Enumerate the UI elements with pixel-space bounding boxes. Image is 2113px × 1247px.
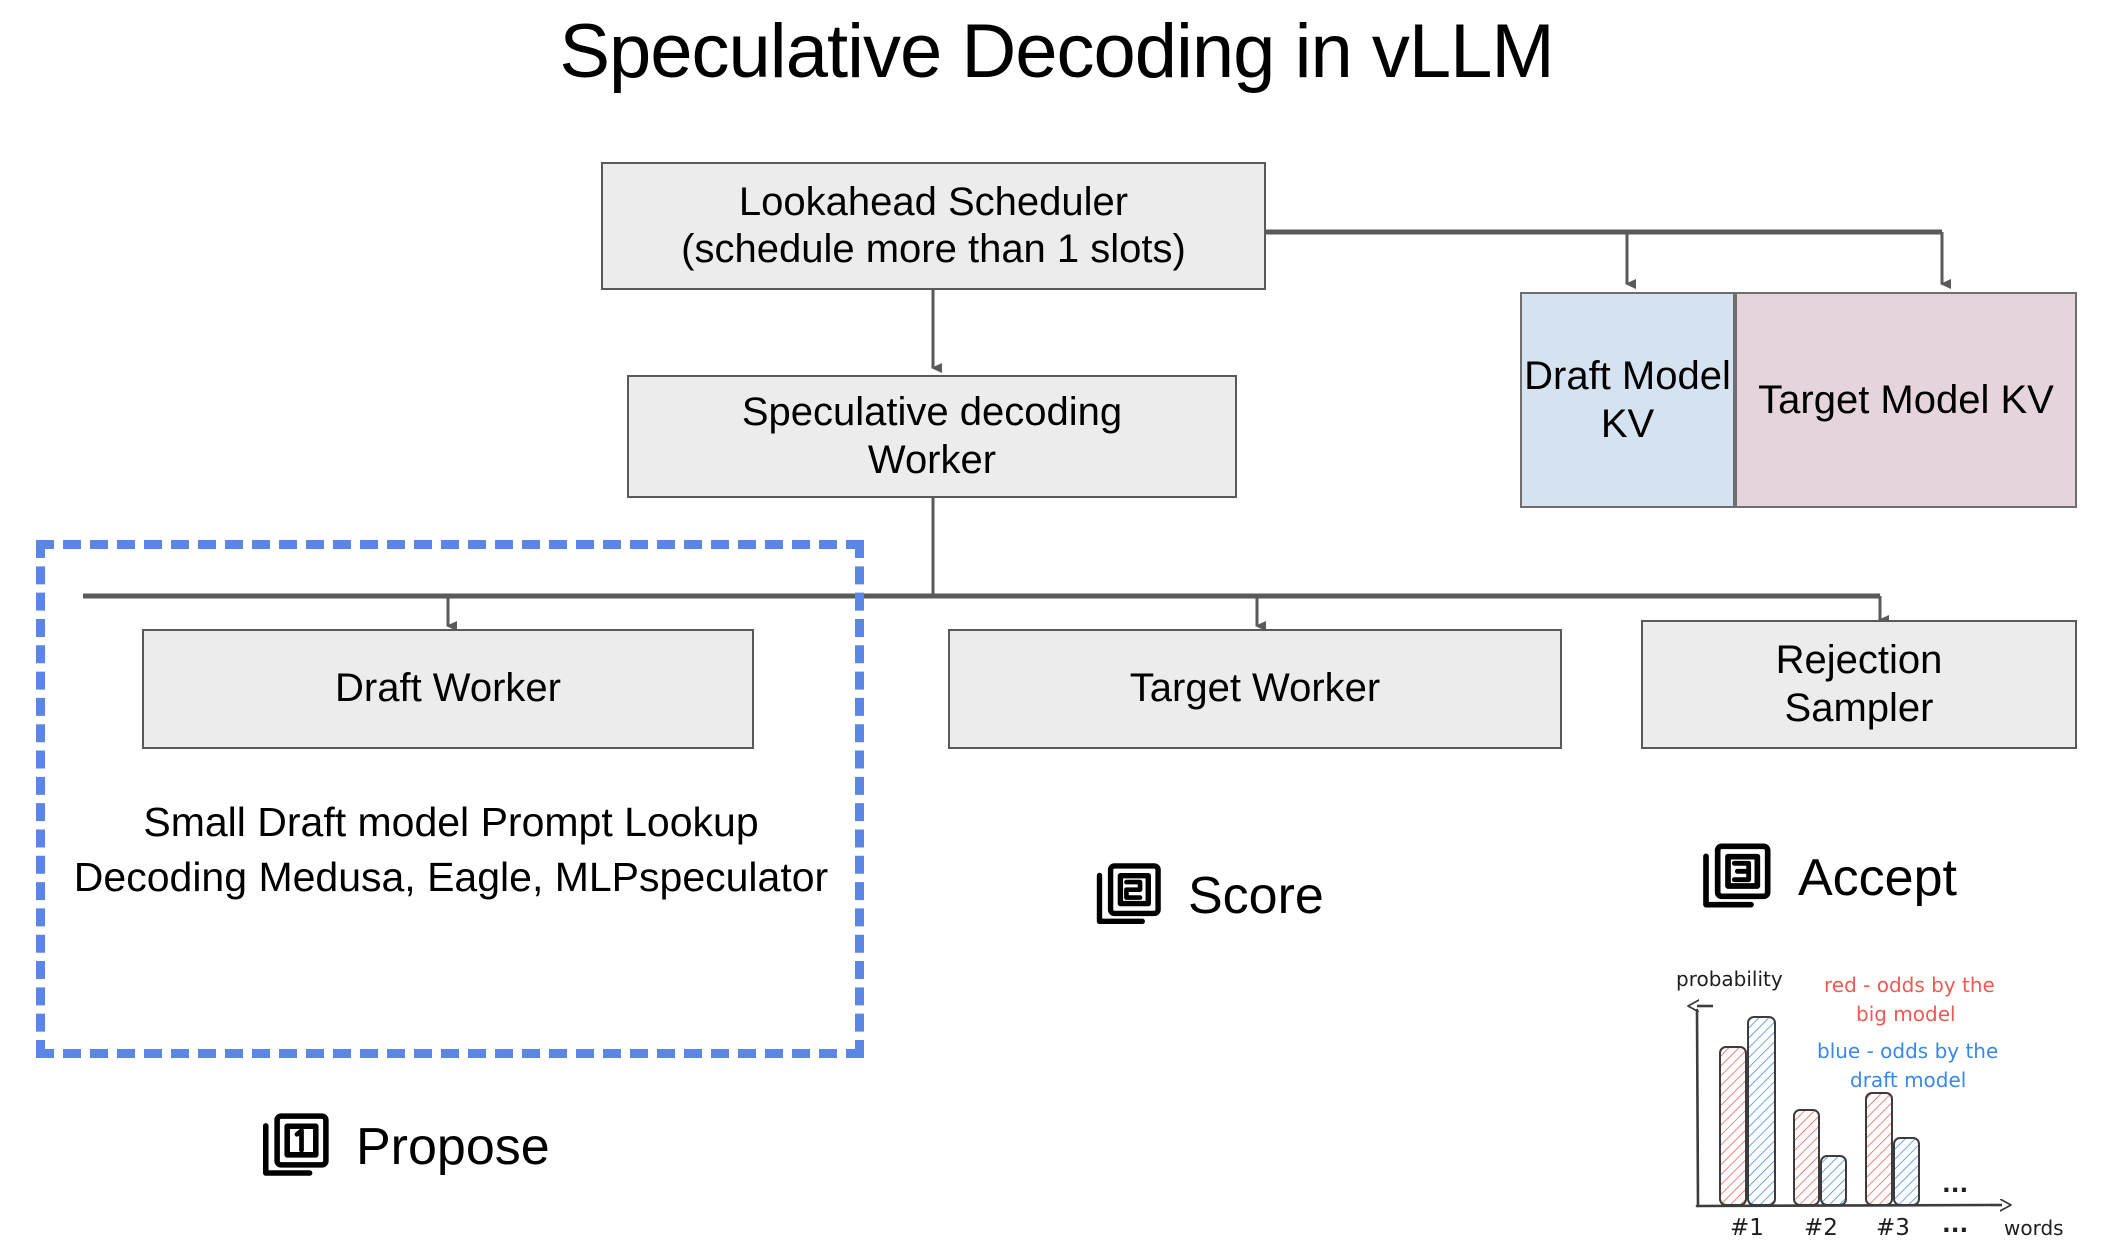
step-accept-label: Accept <box>1798 849 1957 907</box>
probability-sketch-chart: probability words #1 #2 #3 ... ... red -… <box>1676 967 2064 1241</box>
x-tick-3: #3 <box>1876 1215 1910 1241</box>
page-title: Speculative Decoding in vLLM <box>559 9 1554 94</box>
step-accept: Accept <box>1696 838 1957 918</box>
draft-caption-line-3: Medusa, Eagle, MLPspeculator <box>258 853 829 900</box>
target-kv-line-1: Target Model <box>1758 378 1990 422</box>
stacked-square-2-icon <box>1096 863 1161 925</box>
bar-2-blue <box>1820 1155 1847 1206</box>
spec-worker-line-2: Worker <box>867 437 997 482</box>
target-kv-line-2: KV <box>2000 378 2054 422</box>
legend-red-line-1: red - odds by the <box>1824 973 1995 997</box>
legend-red-line-2: big model <box>1856 1002 1956 1026</box>
node-target-model-kv[interactable]: Target Model KV <box>1735 292 2077 508</box>
x-tick-1: #1 <box>1730 1215 1764 1241</box>
step-propose-label: Propose <box>356 1118 550 1176</box>
x-tick-2: #2 <box>1804 1215 1838 1241</box>
node-target-worker[interactable]: Target Worker <box>948 629 1562 749</box>
node-draft-model-kv[interactable]: Draft Model KV <box>1520 292 1735 508</box>
draft-caption-line-2: Prompt Lookup Decoding <box>73 799 759 900</box>
stacked-square-1-icon <box>262 1113 329 1176</box>
draft-worker-label: Draft Worker <box>335 666 561 711</box>
bar-3-blue <box>1893 1137 1920 1206</box>
legend-blue-line-2: draft model <box>1850 1068 1966 1092</box>
y-axis-label: probability <box>1676 967 1783 991</box>
bar-1-blue <box>1747 1016 1776 1206</box>
draft-kv-line-1: Draft <box>1524 354 1611 398</box>
scheduler-line-1: Lookahead Scheduler <box>738 179 1129 224</box>
y-axis <box>1695 1008 1700 1208</box>
draft-worker-caption: Small Draft model Prompt Lookup Decoding… <box>56 795 846 904</box>
propose-highlight-region <box>36 540 864 1058</box>
node-draft-worker[interactable]: Draft Worker <box>142 629 754 749</box>
bar-2-red <box>1793 1109 1820 1206</box>
step-score-label: Score <box>1188 867 1324 925</box>
legend-blue-line-1: blue - odds by the <box>1817 1039 1998 1063</box>
x-tick-ellipsis: ... <box>1942 1212 1968 1238</box>
draft-kv-line-3: KV <box>1600 402 1655 446</box>
stacked-square-3-icon <box>1703 843 1771 908</box>
x-axis <box>1695 1203 1993 1208</box>
x-axis-label: words <box>2004 1216 2064 1240</box>
bar-ellipsis: ... <box>1942 1172 1968 1198</box>
scheduler-line-2: (schedule more than 1 slots) <box>681 227 1186 271</box>
node-lookahead-scheduler[interactable]: Lookahead Scheduler (schedule more than … <box>601 162 1266 290</box>
spec-worker-line-1: Speculative decoding <box>741 390 1123 435</box>
rejection-sampler-line-2: Sampler <box>1784 685 1934 730</box>
draft-kv-line-2: Model <box>1621 354 1731 398</box>
rejection-sampler-line-1: Rejection <box>1775 638 1943 683</box>
bar-3-red <box>1865 1092 1893 1206</box>
target-worker-label: Target Worker <box>1129 666 1381 711</box>
draft-caption-line-1: Small Draft model <box>143 799 470 845</box>
node-rejection-sampler[interactable]: Rejection Sampler <box>1641 620 2077 749</box>
step-propose: Propose <box>256 1108 550 1186</box>
bar-1-red <box>1719 1046 1747 1206</box>
step-score: Score <box>1090 858 1324 934</box>
node-speculative-decoding-worker[interactable]: Speculative decoding Worker <box>627 375 1237 498</box>
